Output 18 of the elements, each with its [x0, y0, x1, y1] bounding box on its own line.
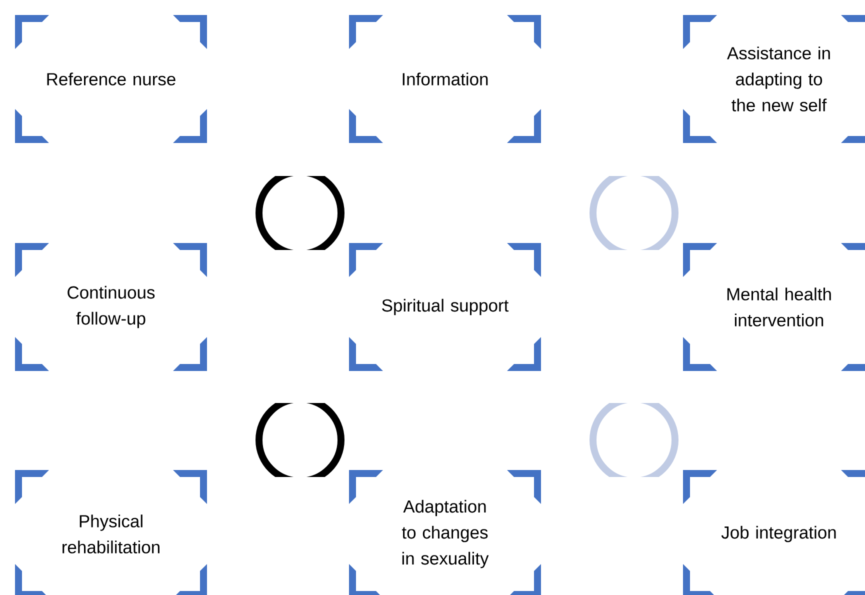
node-label: Spiritual support	[382, 298, 509, 316]
bracket-frame: Assistance in adapting to the new self	[683, 15, 865, 143]
bracket-frame: Job integration	[683, 470, 865, 595]
node-label: Job integration	[721, 526, 836, 542]
bracket-frame: Information	[349, 15, 541, 143]
node-label: Information	[402, 72, 488, 86]
bracket-frame: Spiritual support	[349, 243, 541, 371]
node-label: Continuous follow-up	[68, 286, 155, 328]
node-label: Adaptation to changes in sexuality	[402, 500, 489, 568]
node-label: Physical rehabilitation	[62, 514, 160, 554]
bracket-frame: Continuous follow-up	[15, 243, 207, 371]
node-label: Mental health intervention	[727, 288, 831, 326]
node-label: Reference nurse	[47, 72, 176, 86]
node-label: Assistance in adapting to the new self	[727, 46, 830, 112]
bracket-frame: Adaptation to changes in sexuality	[349, 470, 541, 595]
bracket-frame: Mental health intervention	[683, 243, 865, 371]
bracket-frame: Reference nurse	[15, 15, 207, 143]
bracket-frame: Physical rehabilitation	[15, 470, 207, 595]
